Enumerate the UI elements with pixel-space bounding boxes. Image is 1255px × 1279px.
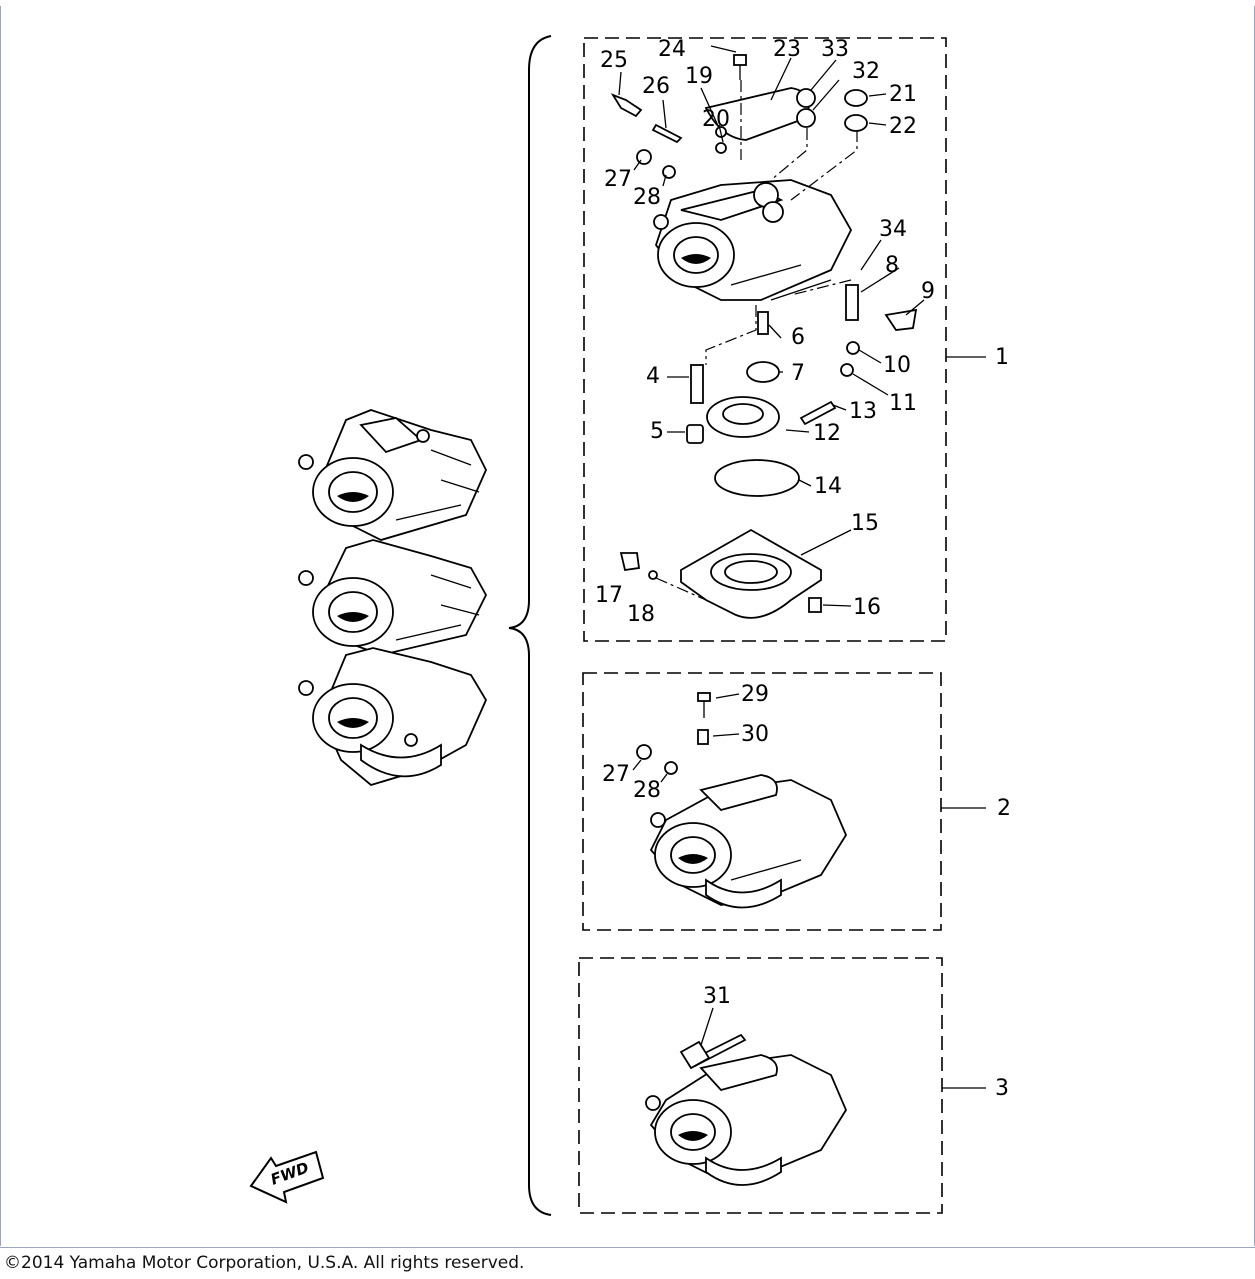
callout-13: 13 [849,399,877,424]
assembly-box-3 [578,957,943,1214]
callout-24: 24 [658,37,686,62]
footer: ©2014 Yamaha Motor Corporation, U.S.A. A… [0,1247,1255,1279]
callout-21: 21 [889,82,917,107]
callout-5: 5 [650,419,664,444]
callout-25: 25 [600,48,628,73]
callout-22: 22 [889,114,917,139]
box1-leader-lines [618,45,925,607]
assembly-box-2 [582,672,942,931]
copyright-text: ©2014 Yamaha Motor Corporation, U.S.A. A… [4,1253,525,1273]
stack-carburetor-bottom [298,647,488,787]
callout-18: 18 [627,602,655,627]
box3-carburetor-body [645,1033,848,1186]
callout-labels: 1 2 3 4 5 6 7 8 9 10 11 12 13 14 15 16 1… [595,37,1011,1101]
callout-17: 17 [595,583,623,608]
callout-30: 30 [741,722,769,747]
callout-28-box2: 28 [633,778,661,803]
assembly-box-1 [583,37,947,642]
callout-2: 2 [997,796,1011,821]
callout-12: 12 [813,421,841,446]
callout-4: 4 [646,364,660,389]
diagram-panel: FWD 1 2 3 4 5 6 7 8 9 10 11 12 13 14 15 … [0,6,1255,1246]
callout-28: 28 [633,185,661,210]
callout-27-box2: 27 [602,762,630,787]
callout-34: 34 [879,217,907,242]
callout-8: 8 [885,253,899,278]
callout-7: 7 [791,361,805,386]
callout-10: 10 [883,353,911,378]
callout-33: 33 [821,37,849,62]
carburetor-stack [298,409,488,787]
grouping-brace [508,35,552,1216]
callout-3: 3 [995,1076,1009,1101]
callout-1: 1 [995,345,1009,370]
fwd-arrow-icon: FWD [249,1150,325,1204]
callout-32: 32 [852,59,880,84]
callout-14: 14 [814,474,842,499]
callout-15: 15 [851,511,879,536]
stack-carburetor-top [298,409,487,541]
callout-29: 29 [741,682,769,707]
stack-carburetor-middle [298,539,488,656]
callout-9: 9 [921,279,935,304]
callout-19: 19 [685,64,713,89]
callout-6: 6 [791,325,805,350]
carburetor-exploded-diagram: FWD 1 2 3 4 5 6 7 8 9 10 11 12 13 14 15 … [249,35,1011,1216]
callout-31: 31 [703,984,731,1009]
callout-26: 26 [642,74,670,99]
box1-carburetor-body [653,179,853,301]
box2-carburetor-body [649,774,848,909]
callout-27: 27 [604,167,632,192]
callout-23: 23 [773,37,801,62]
callout-20: 20 [702,107,730,132]
callout-11: 11 [889,391,917,416]
callout-16: 16 [853,595,881,620]
